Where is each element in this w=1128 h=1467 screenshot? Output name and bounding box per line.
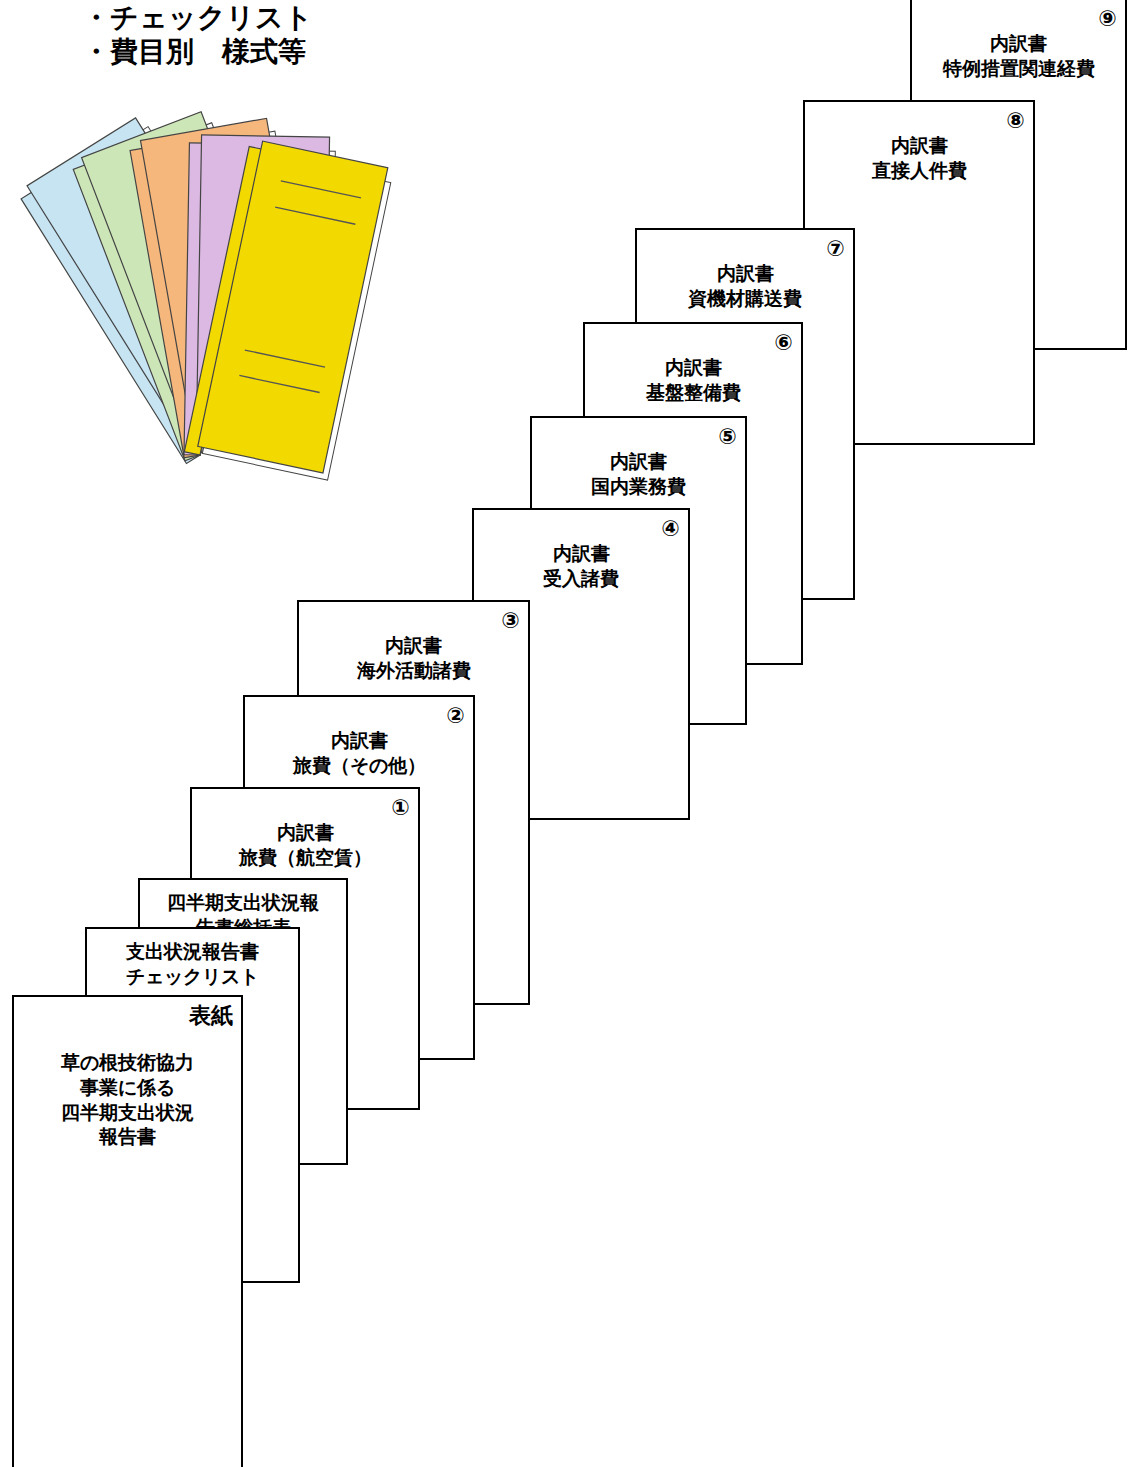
page-heading: 内訳書: [200, 820, 410, 845]
page-heading: 受入諸費: [482, 566, 680, 591]
page-heading: 内訳書: [307, 633, 520, 658]
binder-fan: [17, 110, 394, 482]
cover-line: [245, 350, 325, 367]
page-heading: 内訳書: [540, 449, 737, 474]
heading-note: ・費目別 様式等: [82, 36, 306, 68]
page-number: ⑧: [813, 108, 1025, 133]
page-number: ④: [482, 516, 680, 541]
page-heading: 旅費（航空賃）: [200, 845, 410, 870]
page-heading: 内訳書: [920, 31, 1117, 56]
page-heading: 資機材購送費: [645, 286, 845, 311]
page-number: ⑥: [593, 330, 793, 355]
page-heading: 国内業務費: [540, 474, 737, 499]
page-heading: 内訳書: [645, 261, 845, 286]
binder-cover: [198, 141, 388, 473]
page-heading: 直接人件費: [813, 158, 1025, 183]
page-number: 表紙: [22, 1003, 233, 1028]
page-heading: 内訳書: [593, 355, 793, 380]
page-heading: 特例措置関連経費: [920, 56, 1117, 81]
cover-line: [275, 207, 355, 224]
page-number: ①: [200, 795, 410, 820]
heading-note: ・チェックリスト: [82, 2, 313, 34]
page-number: ⑦: [645, 236, 845, 261]
page-heading: 内訳書: [482, 541, 680, 566]
page-number: ⑨: [920, 6, 1117, 31]
cover-line: [281, 181, 361, 198]
page-heading: 旅費（その他）: [253, 753, 465, 778]
page-heading: 海外活動諸費: [307, 658, 520, 683]
page-title: 草の根技術協力 事業に係る 四半期支出状況 報告書: [42, 1050, 213, 1149]
page-heading: 内訳書: [253, 728, 465, 753]
binder: [184, 139, 393, 482]
page-number: ③: [307, 608, 520, 633]
page-number: ⑤: [540, 424, 737, 449]
cover-line: [239, 375, 319, 392]
page-heading: 基盤整備費: [593, 380, 793, 405]
page-heading: 内訳書: [813, 133, 1025, 158]
document-page: 表紙草の根技術協力 事業に係る 四半期支出状況 報告書: [12, 995, 243, 1467]
page-number: ②: [253, 703, 465, 728]
page-title: 支出状況報告書 チェックリスト: [95, 939, 290, 988]
